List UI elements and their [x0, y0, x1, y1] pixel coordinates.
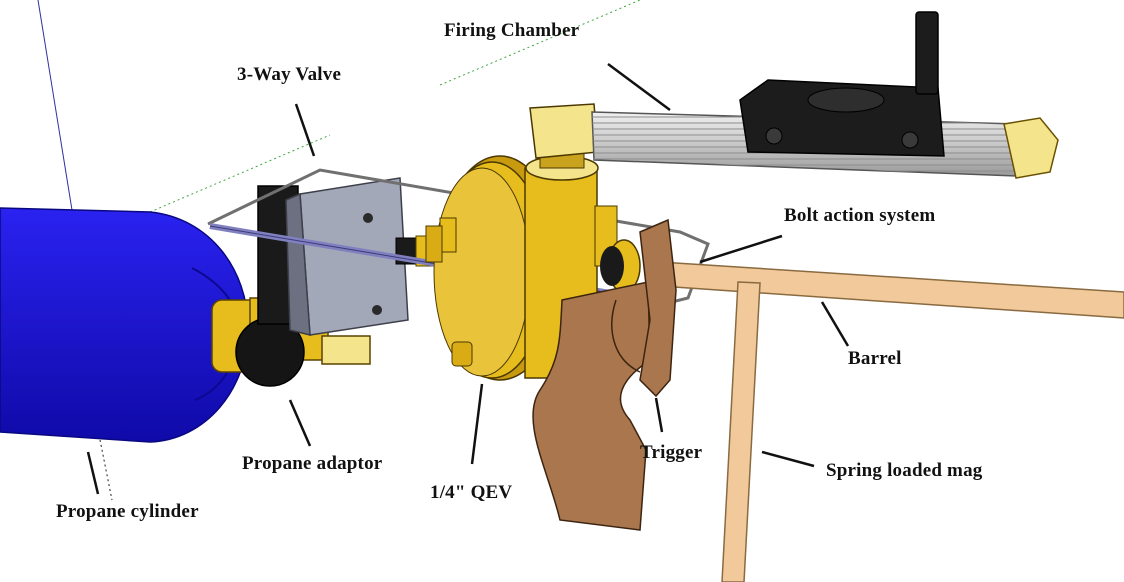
guide-lines	[37, 0, 641, 501]
propane-cylinder	[0, 207, 249, 443]
label-propane-adaptor: Propane adaptor	[242, 453, 383, 474]
label-barrel: Barrel	[848, 348, 902, 369]
label-propane-cylinder: Propane cylinder	[56, 501, 199, 522]
label-firing-chamber: Firing Chamber	[444, 20, 580, 41]
leader-lines	[86, 62, 850, 495]
label-qev: 1/4" QEV	[430, 482, 513, 503]
label-spring-loaded-mag: Spring loaded mag	[826, 460, 983, 481]
label-bolt-action-system: Bolt action system	[784, 205, 936, 226]
firing-chamber	[591, 11, 1059, 179]
barrel-and-mag	[600, 239, 1124, 582]
qev-body	[425, 103, 618, 381]
label-three-way-valve: 3-Way Valve	[237, 64, 342, 85]
label-trigger: Trigger	[640, 442, 703, 463]
grip-and-trigger	[532, 218, 677, 531]
